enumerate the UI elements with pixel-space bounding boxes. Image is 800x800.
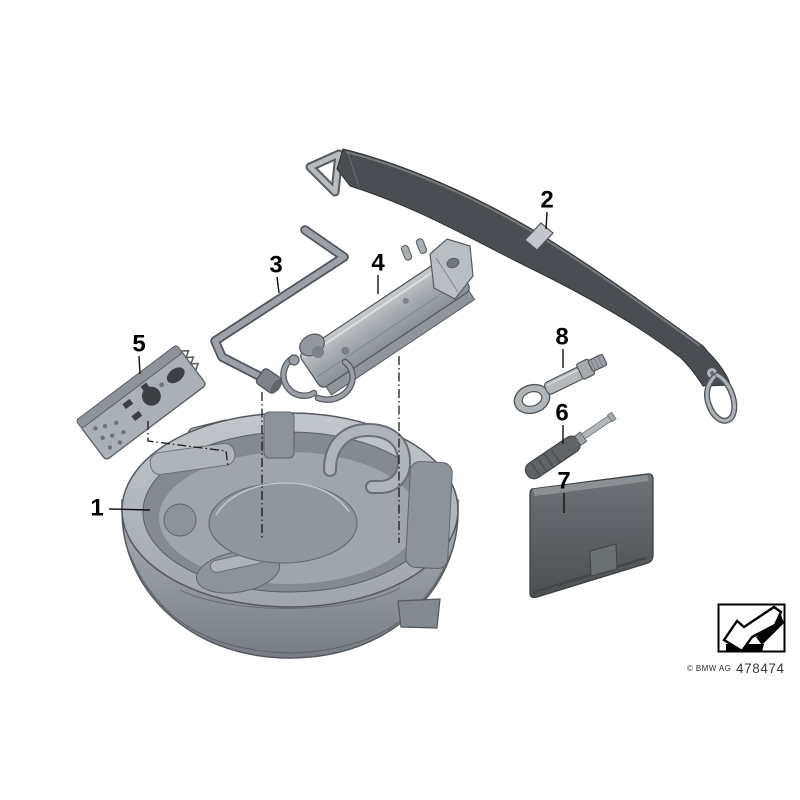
jack-handle-rod [316,360,355,402]
tray-round-pocket [163,503,197,537]
part-securing-strap[interactable] [305,148,738,424]
bracket-slot [131,410,143,422]
tool-case-body [529,473,654,599]
unpacking-arrow-icon [722,605,783,653]
jack-crank-hook [281,356,316,398]
jack-load-arm [429,238,474,300]
unpacking-arrow-stamp [717,603,786,653]
tray-u-channel [325,424,410,492]
towing-eye-ring-hole [521,391,543,407]
part-screwdriver[interactable] [522,409,619,482]
screwdriver-tip [606,411,617,423]
tray-center-oval-highlight [215,482,350,516]
callout-1-storage-tray[interactable]: 1 [90,495,103,522]
tool-case-latch [589,543,618,577]
strap-carabiner [705,373,736,423]
strap-buckle [524,222,554,251]
strap-hook [307,151,342,195]
callout-7-tool-case[interactable]: 7 [557,468,570,495]
jack-clip [400,244,413,261]
callouts-layer: 1 2 3 4 5 6 7 8 [90,187,570,522]
jack-knob [288,354,300,366]
callout-2-securing-strap[interactable]: 2 [540,187,553,214]
part-lifting-jack[interactable] [280,238,477,403]
callout-leader-1 [108,508,151,511]
tool-case-top-bevel [533,475,649,496]
leader-bracket-to-tray [147,421,229,468]
part-bracket[interactable] [76,341,212,460]
jack-load-arm-hole [446,257,460,269]
bracket-slot [122,398,134,410]
bracket-hole-small [159,382,164,388]
callout-leader-3 [276,276,280,294]
part-tool-case[interactable] [529,473,654,599]
bracket-top-rail [76,345,182,428]
jack-load-arm-fold [435,257,459,293]
jack-clip [415,238,428,254]
tray-top-slot [263,411,295,459]
wheel-brace-rod [212,227,347,381]
tray-inner-band [179,587,401,609]
tray-pocket-upper-left [149,442,236,475]
callout-8-towing-eye[interactable]: 8 [555,324,568,351]
wheel-brace-socket [255,368,283,394]
tray-side-notch [397,598,441,629]
strap-grommet-hole [710,371,714,375]
part-towing-eye[interactable] [511,352,609,418]
jack-gear [312,346,324,358]
jack-body [300,256,476,396]
callout-leader-2 [545,211,548,230]
callout-3-wheel-brace[interactable]: 3 [269,252,282,279]
strap-fold-line [347,152,360,188]
tray-right-channel [405,460,453,570]
assembly-leader-lines [147,356,400,543]
copyright-label: © BMW AG [687,664,731,673]
part-storage-tray[interactable] [121,411,459,659]
bracket-holes [93,420,126,450]
diagram-part-number: 478474 [736,661,785,676]
callout-6-screwdriver[interactable]: 6 [555,400,568,427]
part-wheel-brace[interactable] [210,225,349,396]
callout-leader-5 [138,355,141,375]
tool-case-bottom-shade [533,556,647,594]
bracket-keyhole-notch [140,382,153,395]
bracket-oval-hole [166,367,185,384]
towing-eye-shaft [543,353,608,395]
bracket-serration [181,349,200,371]
tray-center-oval [208,482,358,564]
callout-5-bracket[interactable]: 5 [132,331,145,358]
callout-4-lifting-jack[interactable]: 4 [371,250,385,277]
